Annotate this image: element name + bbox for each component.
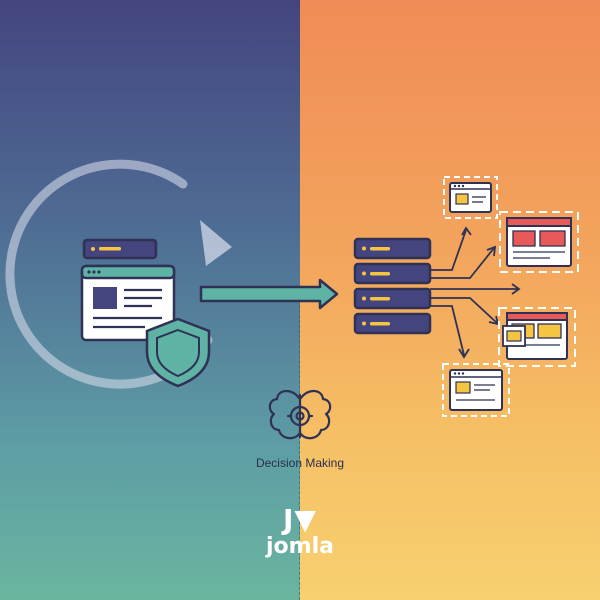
brand-logo: J▼ jomla (260, 506, 340, 560)
distribution-arrows (430, 226, 521, 359)
right-panel (300, 0, 600, 600)
app-window-icon (498, 307, 576, 367)
shield-icon (145, 317, 211, 388)
dashed-divider (299, 300, 300, 600)
app-window-icon (499, 211, 579, 273)
server-icon (82, 238, 158, 260)
browser-window-icon (80, 264, 176, 342)
app-window-icon (443, 176, 498, 219)
server-stack-icon (353, 237, 432, 335)
app-window-icon (442, 363, 510, 417)
logo-wordmark: jomla (266, 534, 334, 559)
logo-mark: J▼ (283, 503, 317, 536)
right-arrow-icon (199, 278, 339, 310)
brain-gear-icon (268, 389, 332, 440)
decision-making-caption: Decision Making (255, 456, 345, 470)
refresh-cycle-icon (5, 159, 232, 389)
